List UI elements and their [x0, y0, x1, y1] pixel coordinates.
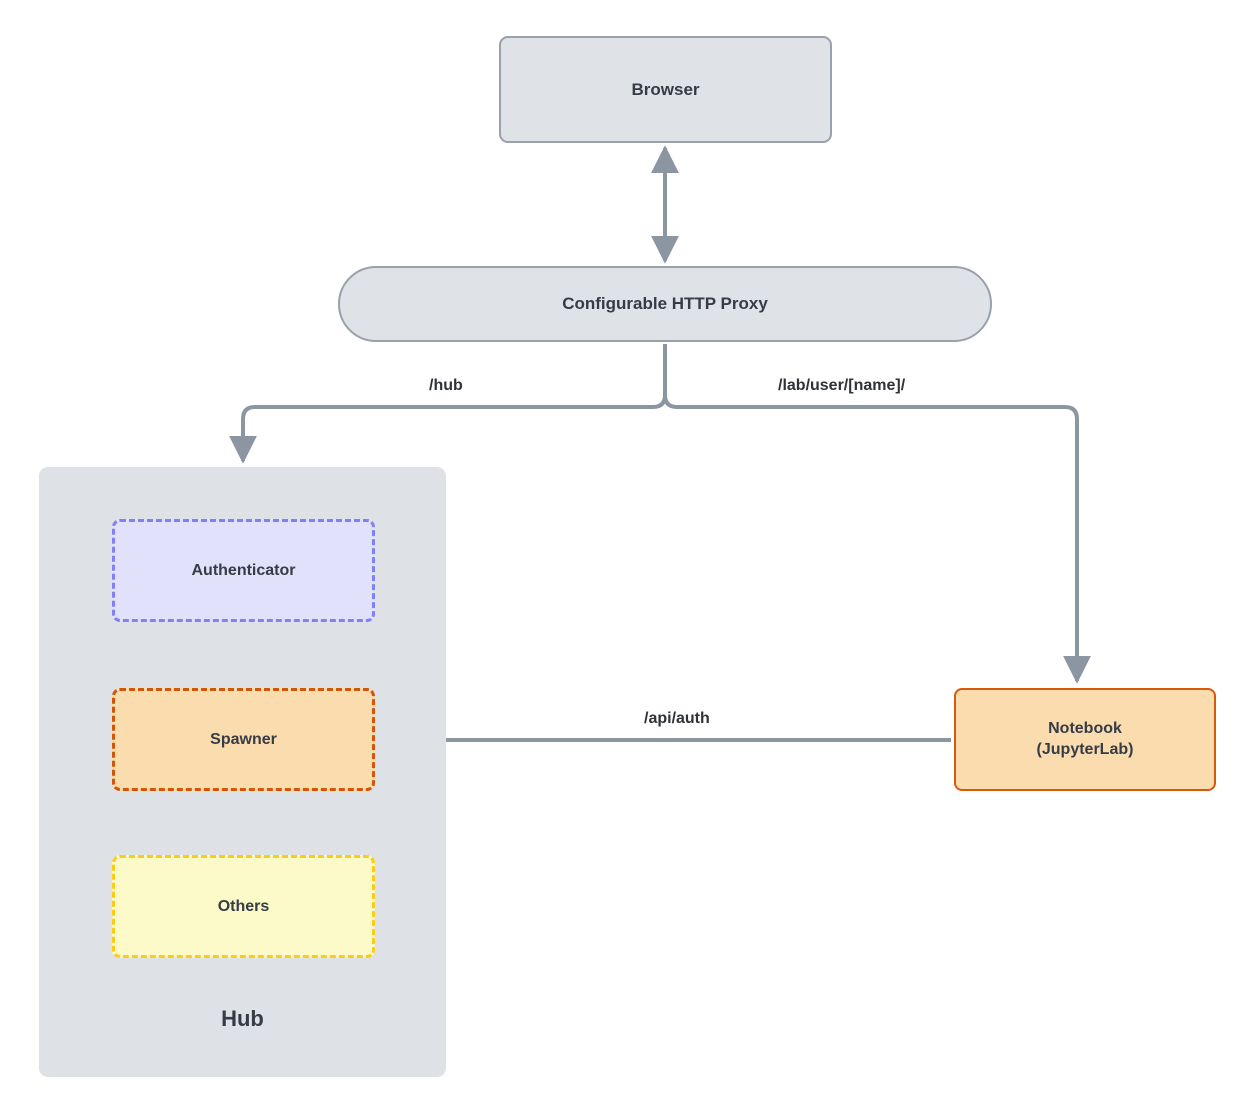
hub-container-label: Hub: [221, 1006, 264, 1031]
edge-label-api-auth: /api/auth: [639, 709, 715, 729]
node-notebook-jupyterlab[interactable]: Notebook (JupyterLab): [954, 688, 1216, 791]
node-authenticator[interactable]: Authenticator: [112, 519, 375, 622]
edge-label-hub: /hub: [424, 376, 468, 396]
node-configurable-http-proxy[interactable]: Configurable HTTP Proxy: [338, 266, 992, 342]
edge-proxy-hub: [229, 344, 667, 464]
node-browser[interactable]: Browser: [499, 36, 832, 143]
node-spawner[interactable]: Spawner: [112, 688, 375, 791]
edge-label-lab-user-name: /lab/user/[name]/: [773, 376, 911, 396]
node-others[interactable]: Others: [112, 855, 375, 958]
